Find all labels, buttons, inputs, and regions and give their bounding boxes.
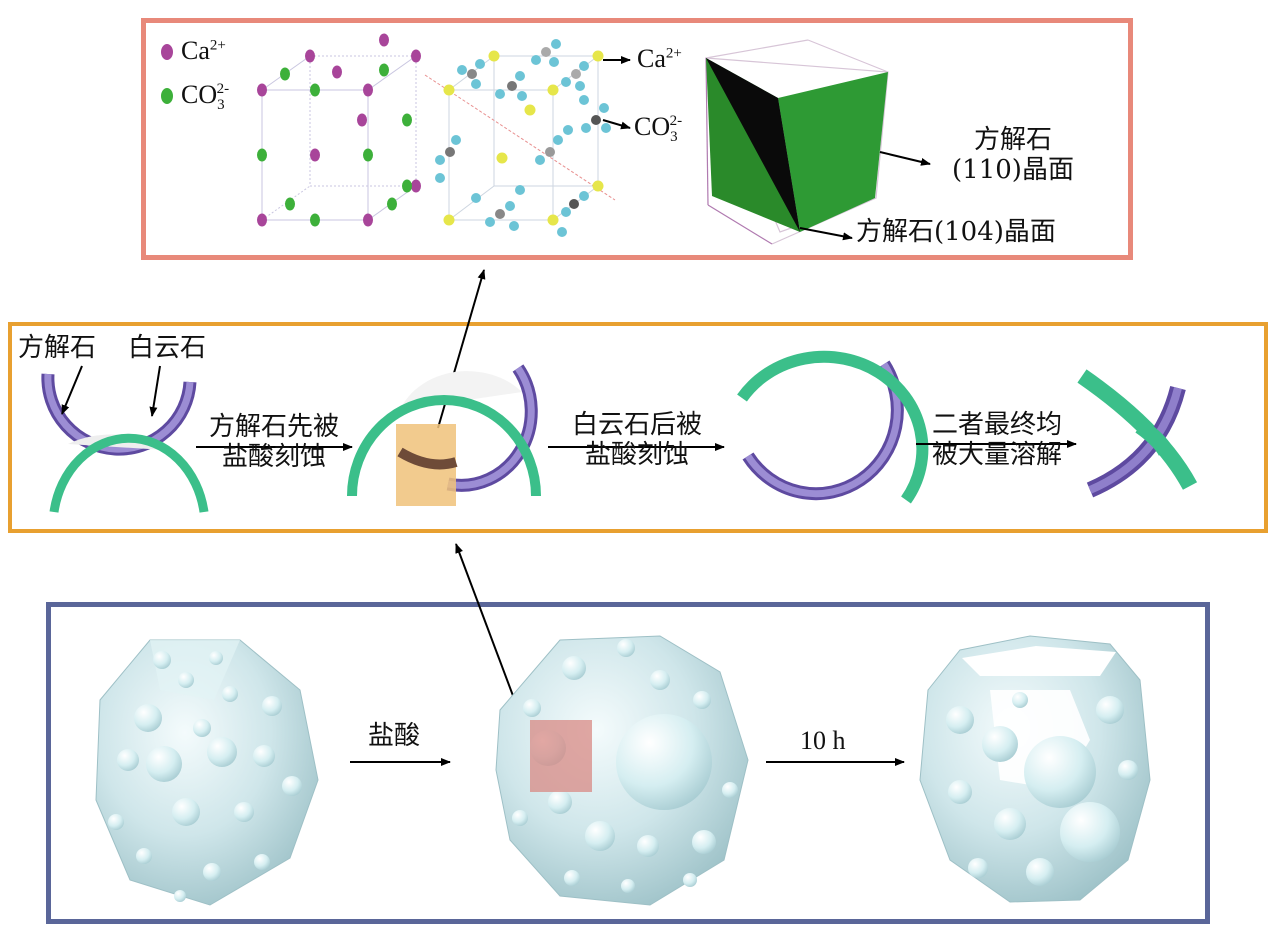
- co3-callout-arrow: [602, 119, 631, 130]
- calcite-cube: [705, 39, 889, 245]
- porous-sphere-etched: [495, 635, 749, 906]
- step1-label: 方解石先被 盐酸刻蚀: [208, 412, 339, 472]
- calcite-label: 方解石: [18, 333, 97, 363]
- zoom-region: [530, 720, 592, 792]
- callout-co3-text: CO32-: [634, 112, 683, 146]
- plane-104: [706, 58, 800, 232]
- sphere-etching-panel: [46, 602, 1210, 924]
- face-104-label: 方解石(104)晶面: [856, 217, 1056, 247]
- stage-4-arcs: [1077, 369, 1198, 498]
- face-104-arrow: [799, 227, 853, 241]
- co3-legend-dot: [161, 88, 173, 104]
- cubic-lattice-ions: [257, 33, 421, 227]
- face-110-label: 方解石 (110)晶面: [952, 125, 1074, 185]
- stage-1-arcs: [41, 373, 209, 513]
- plane-110-right: [778, 72, 888, 232]
- stage-3-arcs: [737, 350, 929, 504]
- stage-2-arcs: [347, 364, 541, 506]
- face-110-arrow: [879, 151, 931, 166]
- ca-legend-dot: [161, 44, 173, 60]
- porous-sphere-initial: [95, 639, 319, 906]
- dolomite-pointer: [149, 365, 161, 417]
- legend-co3-text: CO32-: [181, 80, 230, 114]
- crystal-structure-panel: [141, 18, 1133, 260]
- time-label: 10 h: [800, 726, 846, 755]
- calcite-lattice-ions: [435, 39, 611, 237]
- dissolution-process-panel: [8, 322, 1268, 533]
- legend-ca-text: Ca2+: [181, 36, 226, 65]
- porous-sphere-dissolved: [919, 635, 1151, 903]
- dolomite-label: 白云石: [128, 333, 207, 363]
- cubic-lattice: [261, 55, 417, 221]
- step2-label: 白云石后被 盐酸刻蚀: [571, 410, 702, 470]
- callout-ca-text: Ca2+: [637, 44, 682, 73]
- acid-label: 盐酸: [368, 721, 421, 751]
- legend: [161, 44, 173, 104]
- step3-label: 二者最终均 被大量溶解: [931, 410, 1062, 470]
- calcite-pointer: [61, 365, 83, 415]
